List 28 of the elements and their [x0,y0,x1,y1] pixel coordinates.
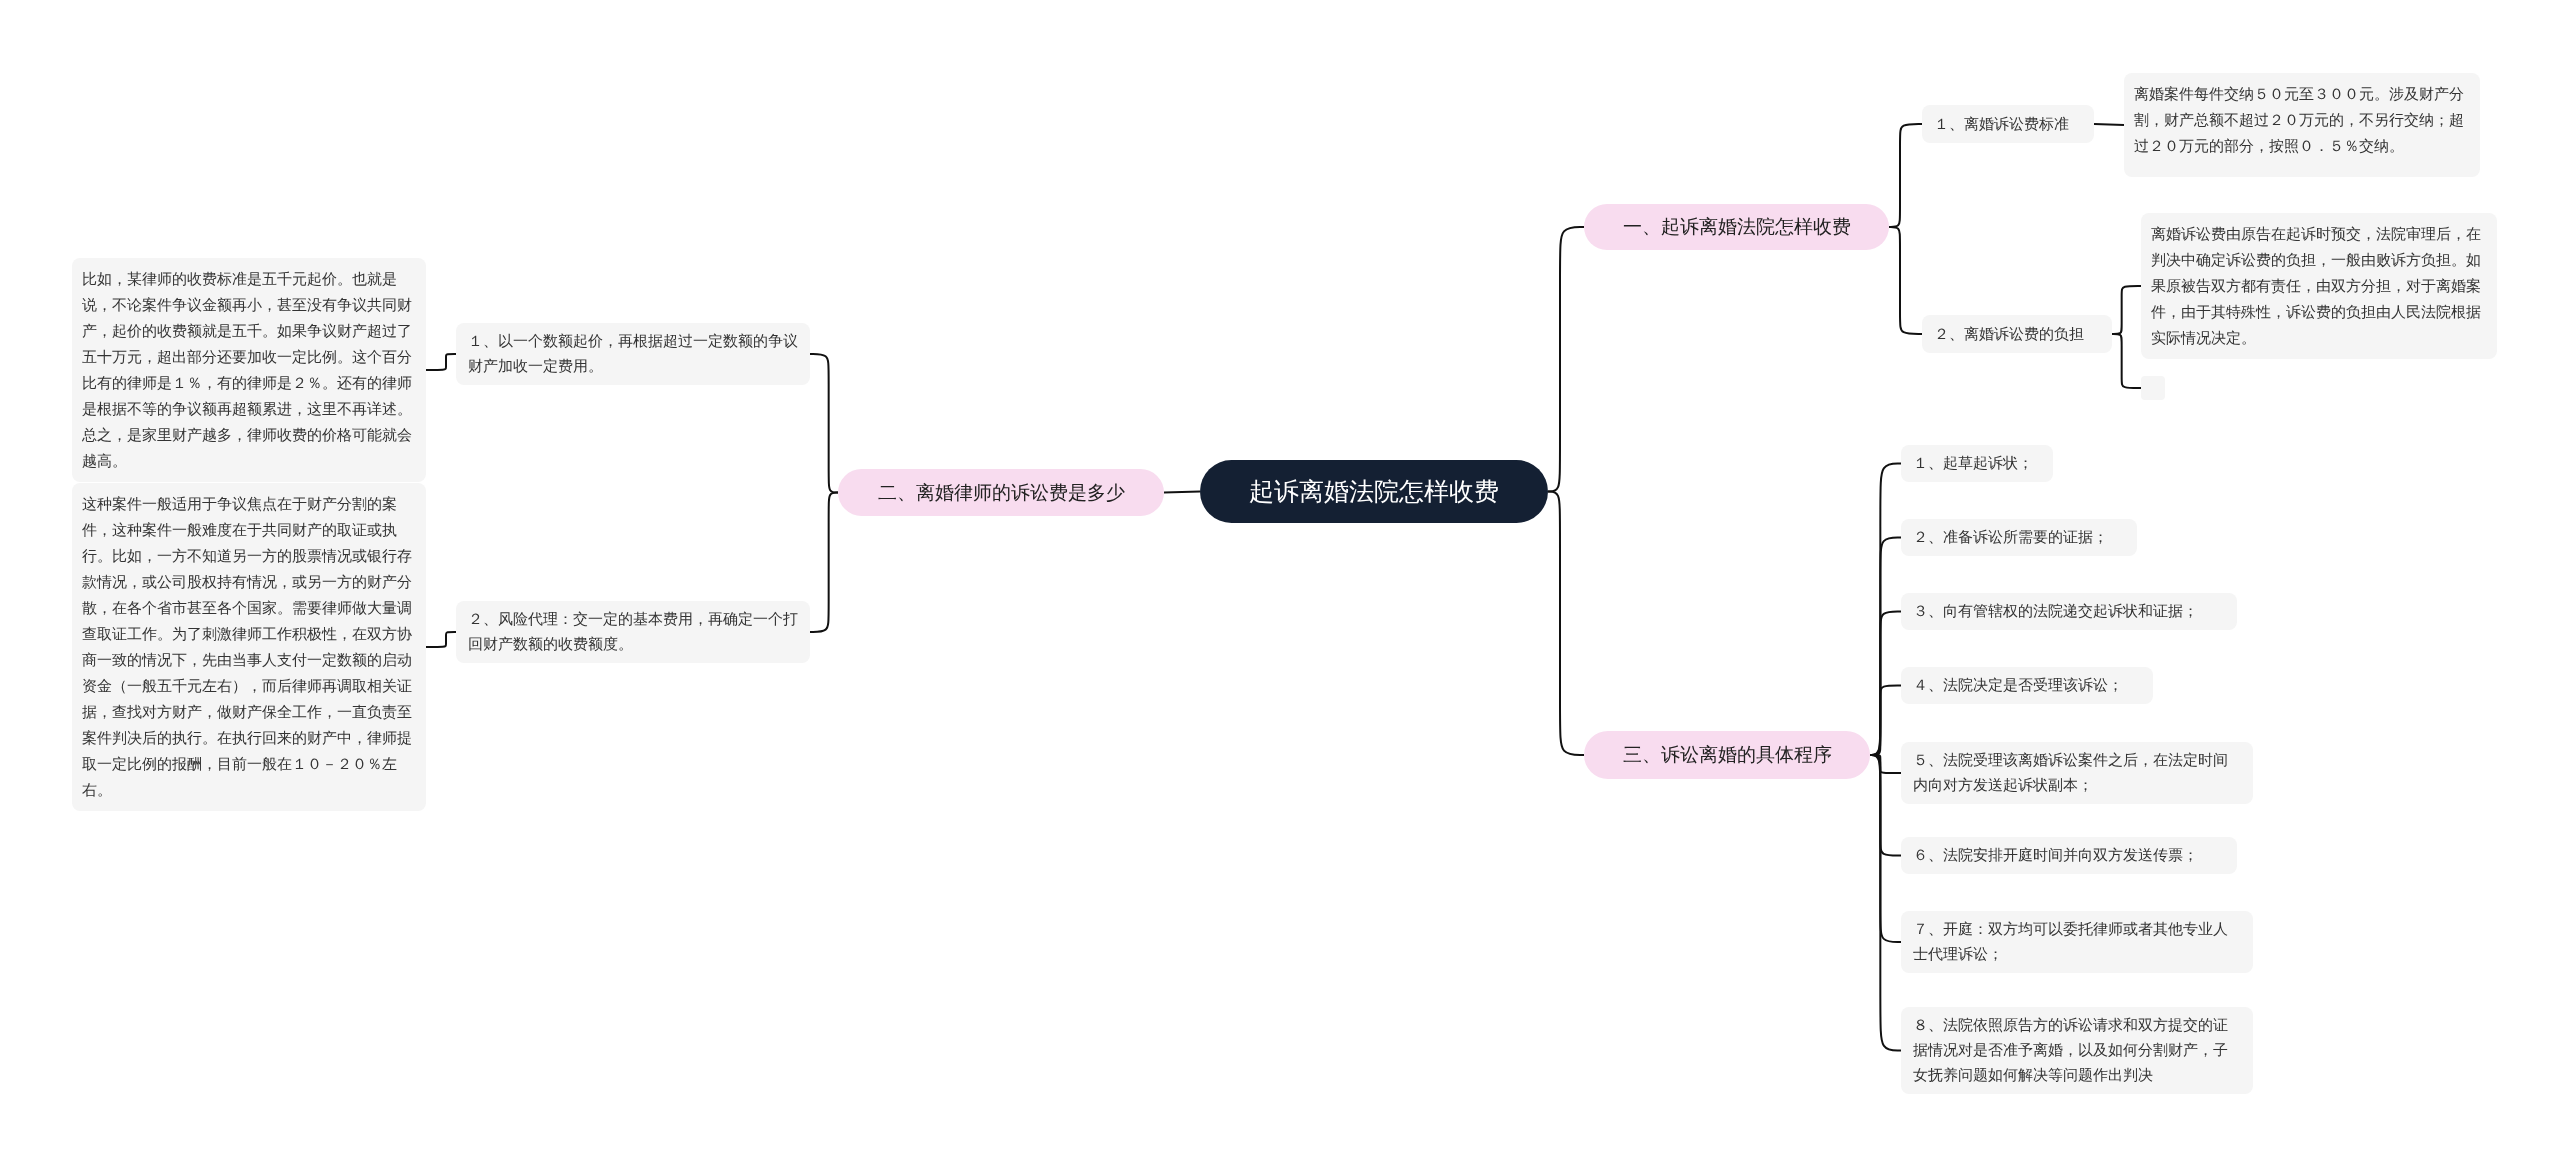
subtopic-box: ４、法院决定是否受理该诉讼； [1901,667,2153,704]
subtopic-box: ７、开庭：双方均可以委托律师或者其他专业人士代理诉讼； [1901,911,2253,973]
subtopic-box: ２、离婚诉讼费的负担 [1922,315,2112,353]
empty-box [2141,376,2165,400]
subtopic-box: １、离婚诉讼费标准 [1922,105,2094,143]
subtopic-box: ２、准备诉讼所需要的证据； [1901,519,2137,556]
central-topic: 起诉离婚法院怎样收费 [1200,460,1548,523]
connector-line [425,353,457,371]
note-box: 这种案件一般适用于争议焦点在于财产分割的案件，这种案件一般难度在于共同财产的取证或执行。比如，一方不知道另一方的股票情况或银行存款情况，或公司股权持有情况，或另一方的财产分散，在各个省市甚至各个国家。需要律师做大量调查取证工作。为了刺激律师工作积极性，在双方协商一致的情况下，先由当事人支付一定数额的启动资金（一般五千元左右），而后律师再调取相关证据，查找对方财产，做财产保全工作，一直负责至案件判决后的执行。在执行回来的财产中，律师提取一定比例的报酬，目前一般在１０－２０％左右。 [72,483,426,811]
note-box: 离婚诉讼费由原告在起诉时预交，法院审理后，在判决中确定诉讼费的负担，一般由败诉方负担。如果原被告双方都有责任，由双方分担，对于离婚案件，由于其特殊性，诉讼费的负担由人民法院根据实际情况决定。 [2141,213,2497,359]
connector-line [425,631,457,648]
connector-line [2111,333,2142,389]
connector-line [2093,123,2125,126]
connector-line [1888,226,1923,335]
subtopic-box: ６、法院安排开庭时间并向双方发送传票； [1901,837,2237,874]
branch-topic: 三、诉讼离婚的具体程序 [1584,731,1870,779]
branch-topic: 二、离婚律师的诉讼费是多少 [838,469,1164,516]
subtopic-box: １、以一个数额起价，再根据超过一定数额的争议财产加收一定费用。 [456,323,810,385]
branch-topic: 一、起诉离婚法院怎样收费 [1584,204,1889,250]
subtopic-box: ３、向有管辖权的法院递交起诉状和证据； [1901,593,2237,630]
subtopic-box: ５、法院受理该离婚诉讼案件之后，在法定时间内向对方发送起诉状副本； [1901,742,2253,804]
subtopic-box: ２、风险代理：交一定的基本费用，再确定一个打回财产数额的收费额度。 [456,601,810,663]
subtopic-box: ８、法院依照原告方的诉讼请求和双方提交的证据情况对是否准予离婚，以及如何分割财产，子女抚养问题如何解决等问题作出判决 [1901,1007,2253,1094]
note-box: 离婚案件每件交纳５０元至３００元。涉及财产分割，财产总额不超过２０万元的，不另行交纳；超过２０万元的部分，按照０．５％交纳。 [2124,73,2480,177]
connector-line [1163,490,1201,494]
connector-line [1869,754,1902,1052]
note-box: 比如，某律师的收费标准是五千元起价。也就是说，不论案件争议金额再小，甚至没有争议共同财产，起价的收费额就是五千。如果争议财产超过了五十万元，超出部分还要加收一定比例。这个百分比有的律师是１％，有的律师是２％。还有的律师是根据不等的争议额再超额累进，这里不再详述。总之，是家里财产越多，律师收费的价格可能就会越高。 [72,258,426,482]
subtopic-box: １、起草起诉状； [1901,445,2053,482]
